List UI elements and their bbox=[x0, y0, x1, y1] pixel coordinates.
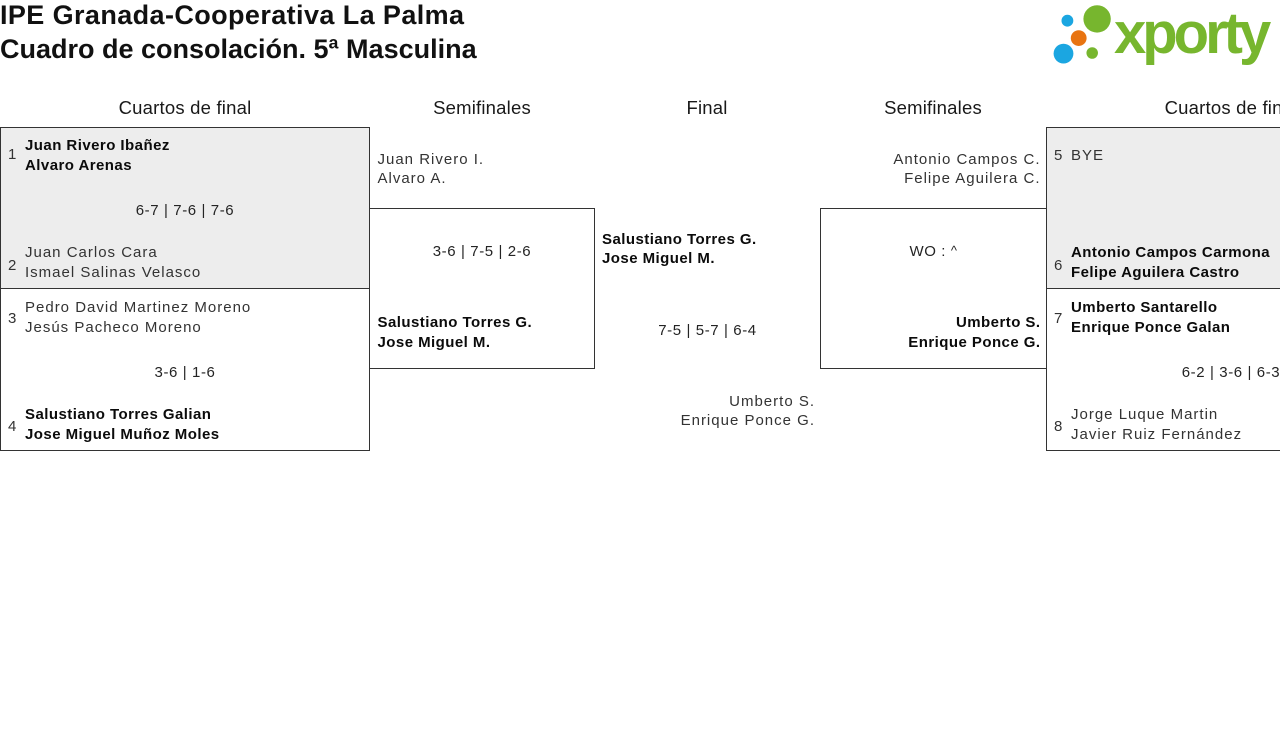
svg-text:xporty: xporty bbox=[1114, 1, 1271, 66]
